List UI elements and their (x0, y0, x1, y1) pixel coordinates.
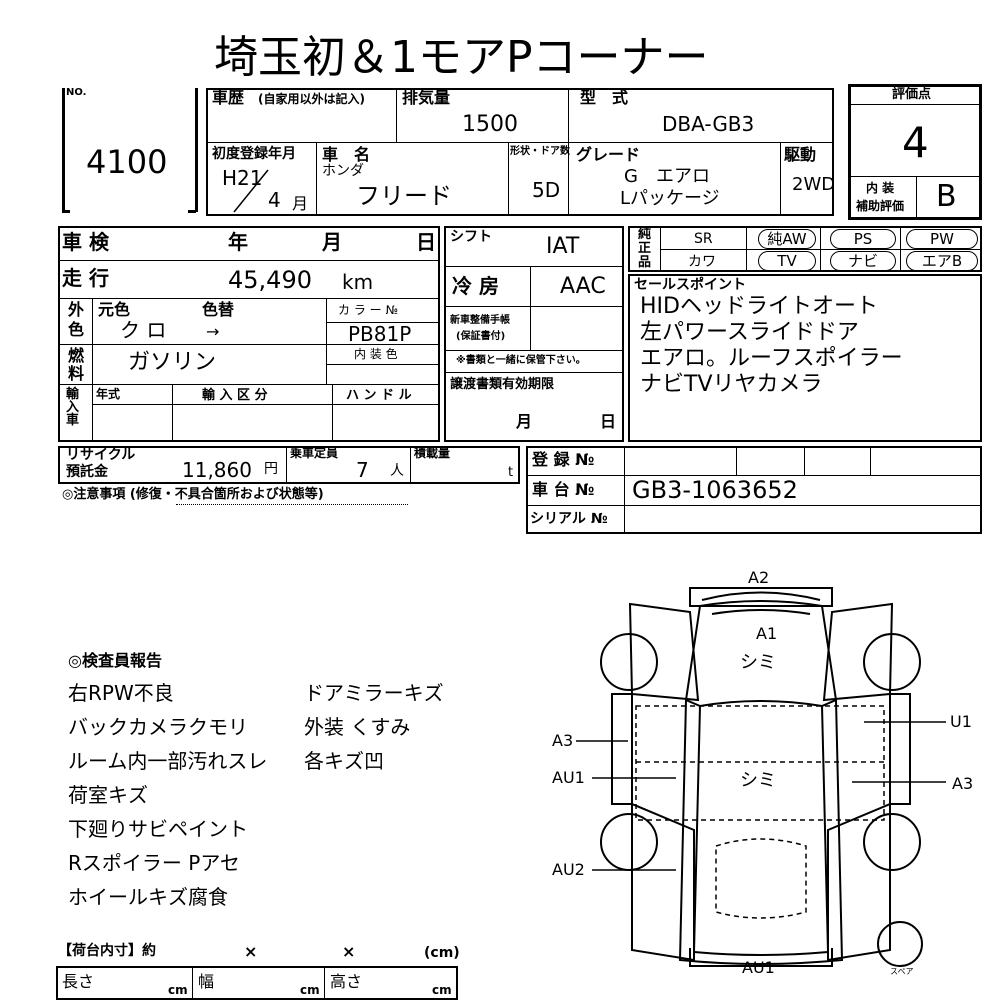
diagram-label-a1: A1 (756, 624, 778, 643)
first-reg-month: 4 (268, 188, 281, 212)
registration-label: 登 録 № (532, 450, 595, 469)
fuel-value: ガソリン (128, 350, 217, 375)
mileage-value: 45,490 (228, 266, 312, 294)
equip-leather: カワ (688, 254, 716, 270)
car-name-label: 車 名 (322, 145, 371, 164)
sales-point-2: 左パワースライドドア (640, 320, 859, 345)
diagram-label-au2-left: AU2 (552, 860, 585, 879)
lot-label: NO. (66, 87, 87, 98)
score-label: 評価点 (892, 87, 932, 102)
shift-value: IAT (546, 234, 580, 259)
change-color-label: 色替 (202, 300, 235, 319)
grade-line1: G エアロ (624, 166, 710, 187)
model-label: 型 式 (580, 88, 629, 107)
diagram-label-au1-bottom: AU1 (742, 958, 775, 977)
doors-value: 5D (532, 178, 561, 202)
model-value: DBA-GB3 (662, 112, 755, 136)
diagram-label-a2: A2 (748, 568, 770, 587)
inspector-title: ◎検査員報告 (68, 651, 162, 670)
recycle-value: 11,860 (182, 458, 252, 482)
shift-box (444, 226, 624, 442)
equip-navi: ナビ (830, 251, 896, 271)
diagram-label-a3-right: A3 (952, 774, 974, 793)
car-damage-diagram (576, 587, 946, 967)
interior-value: B (936, 179, 957, 214)
equip-airbag: エアB (906, 251, 978, 271)
grade-label: グレード (576, 145, 641, 164)
grade-line2: Lパッケージ (620, 188, 720, 209)
sales-points-label: セールスポイント (634, 277, 746, 293)
lot-bracket-left (62, 88, 65, 212)
vehicle-info-box (206, 88, 834, 216)
history-label: 車歴 (212, 88, 245, 107)
car-name-value: フリード (356, 182, 452, 210)
ac-label: 冷 房 (452, 274, 499, 298)
drive-value: 2WD (792, 174, 836, 195)
car-maker: ホンダ (322, 163, 364, 179)
diagram-label-au1-left: AU1 (552, 768, 585, 787)
color-code-value: PB81P (348, 322, 412, 346)
notes-title: ◎注意事項 (修復・不具合箇所および状態等) (62, 487, 324, 502)
first-reg-label: 初度登録年月 (212, 146, 296, 162)
equip-pw: PW (906, 229, 978, 249)
inspection-label: 車 検 (62, 230, 109, 254)
first-reg-slash (233, 169, 269, 213)
cargo-title: 【荷台内寸】約 (58, 943, 156, 959)
recycle-box (58, 446, 520, 484)
orig-color-label: 元色 (98, 300, 131, 319)
mileage-label: 走 行 (62, 266, 109, 290)
capacity-value: 7 (356, 458, 369, 482)
serial-label: シリアル № (530, 511, 608, 527)
diagram-label-a3-left: A3 (552, 731, 574, 750)
sales-point-3: エアロ。ルーフスポイラー (640, 346, 903, 371)
displacement-value: 1500 (462, 112, 518, 137)
diagram-label-shimi-mid: シミ (740, 770, 776, 791)
history-note: (自家用以外は記入) (258, 92, 365, 106)
page-title: 埼玉初＆1モアPコーナー (214, 32, 709, 83)
interior-color-label: 内 装 色 (354, 347, 398, 361)
lot-bracket-right (195, 88, 198, 212)
chassis-value: GB3-1063652 (632, 476, 798, 504)
equip-alloy-wheel: 純AW (758, 229, 816, 249)
diagram-label-shimi-top: シミ (740, 652, 776, 673)
ac-value: AAC (560, 274, 606, 299)
first-reg-era: H21 (222, 166, 263, 190)
lot-number: 4100 (86, 143, 168, 181)
inspection-box (58, 226, 440, 442)
diagram-label-u1-right: U1 (950, 712, 972, 731)
displacement-label: 排気量 (402, 88, 451, 107)
cargo-box (56, 966, 458, 1000)
import-label: 輸入車 (66, 387, 80, 428)
mileage-unit: km (342, 270, 374, 294)
interior-label-1: 内 装 (866, 181, 895, 195)
diagram-label-spare: スペア (890, 967, 914, 976)
sales-point-1: HIDヘッドライトオート (640, 294, 878, 319)
score-box (848, 84, 982, 220)
drive-label: 駆動 (784, 145, 817, 164)
chassis-label: 車 台 № (532, 480, 595, 499)
sales-points-box (628, 274, 982, 442)
sales-point-4: ナビTVリヤカメラ (640, 372, 823, 397)
transfer-docs-label: 譲渡書類有効期限 (450, 377, 555, 392)
interior-label-2: 補助評価 (856, 199, 905, 213)
score-value: 4 (902, 118, 929, 167)
color-code-label: カ ラ ー № (338, 303, 398, 317)
orig-color-value: ク ロ (120, 318, 167, 342)
registration-box (526, 446, 982, 534)
equip-sr: SR (694, 231, 713, 247)
shift-label: シフト (450, 229, 492, 245)
equip-ps: PS (830, 229, 896, 249)
doors-label: 形状・ドア数 (510, 146, 570, 157)
first-reg-month-unit: 月 (292, 194, 309, 213)
equip-tv: TV (758, 251, 816, 271)
